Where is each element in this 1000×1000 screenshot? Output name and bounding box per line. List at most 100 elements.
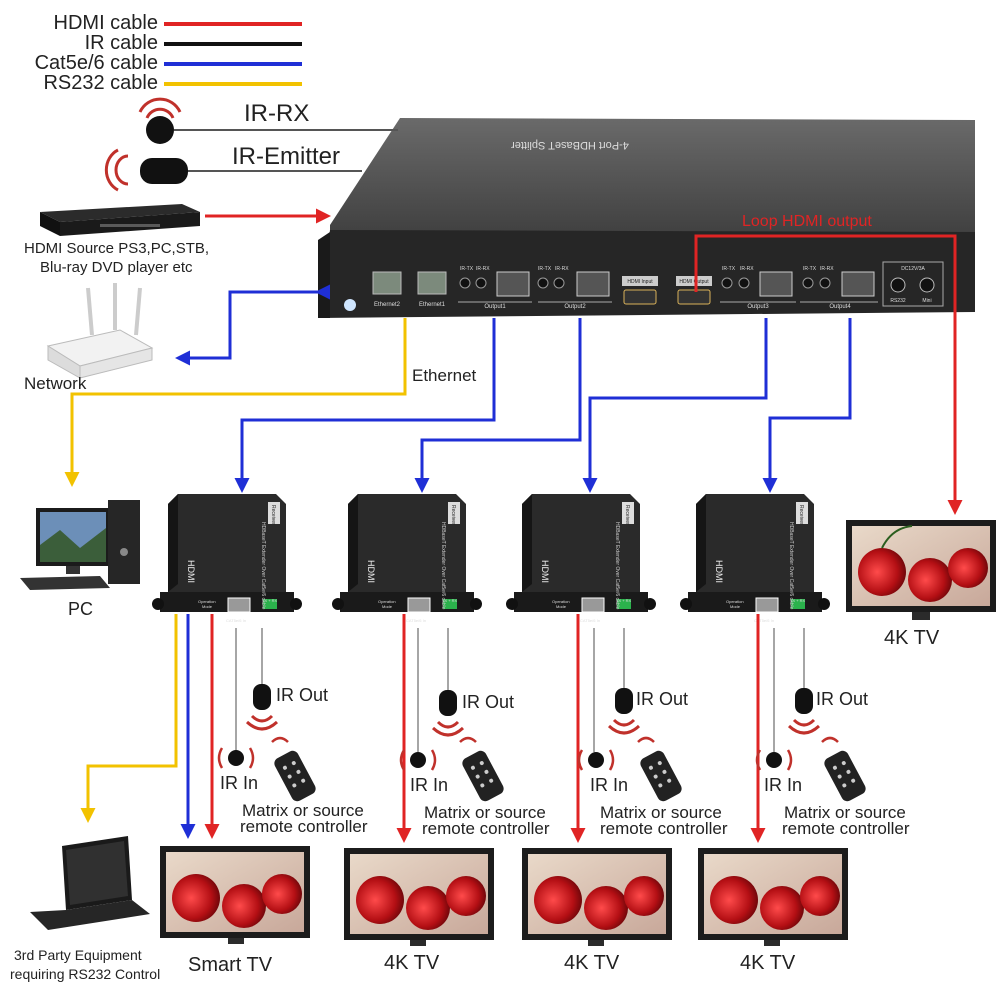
- legend-ir: IR cable: [30, 32, 302, 55]
- svg-text:TX + RX: TX + RX: [616, 598, 632, 603]
- remote-label-2b: remote controller: [422, 819, 550, 838]
- ir-in-label-2: IR In: [410, 775, 449, 795]
- tv-label-1: Smart TV: [188, 954, 273, 976]
- tv-3: [522, 848, 672, 946]
- ethernet2-port: [372, 271, 402, 295]
- hdbaset-splitter: 4-Port HDBaseT Splitter Ethernet2 Ethern…: [318, 118, 975, 318]
- ir-out-label-1: IR Out: [276, 685, 329, 705]
- svg-text:Output4: Output4: [829, 304, 851, 310]
- svg-text:Ethernet1: Ethernet1: [419, 302, 446, 308]
- svg-text:CAT5e/6 In: CAT5e/6 In: [754, 618, 774, 623]
- svg-text:HDMI Output: HDMI Output: [679, 279, 709, 285]
- remote-label-3b: remote controller: [600, 819, 728, 838]
- svg-text:CAT5e/6 In: CAT5e/6 In: [226, 618, 246, 623]
- svg-text:IR-RX: IR-RX: [820, 266, 834, 272]
- svg-text:Operation: Operation: [198, 599, 216, 604]
- ir-emitter: [104, 148, 362, 192]
- svg-text:HDMI: HDMI: [714, 560, 724, 583]
- svg-text:IR-RX: IR-RX: [476, 266, 490, 272]
- pc-label: PC: [68, 599, 94, 619]
- ir-in-sensor-2: [399, 749, 437, 771]
- ir-in-label-1: IR In: [220, 773, 259, 793]
- ir-out-emitter-4: [787, 688, 821, 735]
- svg-text:Ethernet2: Ethernet2: [374, 302, 401, 308]
- svg-text:Receiver: Receiver: [450, 505, 456, 525]
- tv-4: [698, 848, 848, 946]
- remote-label-2: Matrix or source: [424, 803, 546, 822]
- svg-text:CAT5e/6 In: CAT5e/6 In: [406, 618, 426, 623]
- ir-in-label-3: IR In: [590, 775, 629, 795]
- third-party-label: 3rd Party Equipment: [14, 947, 142, 963]
- svg-text:TX + RX: TX + RX: [442, 598, 458, 603]
- tv-label-3: 4K TV: [564, 952, 620, 974]
- splitter-title: 4-Port HDBaseT Splitter: [511, 139, 629, 151]
- cat-cable-swatch: [164, 61, 302, 66]
- svg-text:Receiver: Receiver: [624, 505, 630, 525]
- legend-rs232: RS232 cable: [30, 72, 302, 95]
- cat-cable-output2: [414, 318, 582, 493]
- receiver-1-cables: [80, 614, 263, 839]
- svg-text:HDBaseT Extender Over Cat5e/6: HDBaseT Extender Over Cat5e/6 cable: [260, 522, 266, 610]
- receiver-2-cables: [396, 614, 449, 843]
- hdmi-input-port: [623, 289, 657, 305]
- svg-text:RS232: RS232: [890, 298, 906, 304]
- svg-text:HDBaseT Extender Over Cat5e/6: HDBaseT Extender Over Cat5e/6 cable: [440, 522, 446, 610]
- cat-cable-output1: [234, 318, 496, 493]
- svg-text:Mode: Mode: [556, 604, 567, 609]
- svg-text:IR-RX: IR-RX: [555, 266, 569, 272]
- tv-2: [344, 848, 494, 946]
- receiver-4-cables: [750, 614, 805, 843]
- svg-text:Operation: Operation: [726, 599, 744, 604]
- legend-cat: Cat5e/6 cable: [30, 52, 302, 75]
- ethernet1-port: [417, 271, 447, 295]
- svg-text:HDMI Input: HDMI Input: [627, 279, 653, 285]
- svg-text:Receiver: Receiver: [270, 505, 276, 525]
- tv-1: [160, 846, 310, 944]
- hdmi-cable-swatch: [164, 21, 302, 26]
- svg-text:CAT5e/6 In: CAT5e/6 In: [580, 618, 600, 623]
- rs232-cable-pc: [64, 318, 407, 487]
- svg-text:TX + RX: TX + RX: [262, 598, 278, 603]
- loop-hdmi-label: Loop HDMI output: [742, 213, 872, 230]
- remote-controller-4: [821, 736, 866, 802]
- cat-cable-output3: [582, 318, 768, 493]
- receiver-4: [680, 494, 830, 613]
- loop-4k-tv: [846, 520, 996, 620]
- remote-controller-3: [637, 736, 682, 802]
- svg-text:Mini: Mini: [922, 298, 931, 304]
- ir-in-sensor-3: [577, 749, 615, 771]
- laptop: [30, 836, 150, 930]
- svg-text:HDMI: HDMI: [186, 560, 196, 583]
- remote-label-3: Matrix or source: [600, 803, 722, 822]
- hdmi-output-port: [677, 289, 711, 305]
- receiver-1: [152, 494, 302, 613]
- ir-out-label-3: IR Out: [636, 689, 689, 709]
- output4-port: [841, 271, 875, 297]
- output3-port: [759, 271, 793, 297]
- network-router: [46, 283, 154, 379]
- legend-hdmi: HDMI cable: [30, 12, 302, 35]
- svg-text:Mode: Mode: [382, 604, 393, 609]
- ir-out-emitter-3: [607, 688, 641, 735]
- svg-text:IR-TX: IR-TX: [538, 266, 552, 272]
- output1-port: [496, 271, 530, 297]
- svg-text:Output2: Output2: [564, 304, 586, 310]
- receiver-3-cables: [570, 614, 625, 843]
- ir-in-label-4: IR In: [764, 775, 803, 795]
- ethernet-cable-network: [175, 284, 330, 366]
- svg-text:IR-RX: IR-RX: [740, 266, 754, 272]
- network-label: Network: [24, 374, 87, 393]
- ir-rx-label: IR-RX: [244, 100, 310, 127]
- remote-label-1b: remote controller: [240, 817, 368, 836]
- ir-cable-swatch: [164, 41, 302, 46]
- remote-controller-2: [459, 736, 504, 802]
- svg-text:HDMI: HDMI: [540, 560, 550, 583]
- ethernet-label: Ethernet: [412, 366, 477, 385]
- ir-in-sensor-4: [755, 749, 793, 771]
- svg-text:HDMI: HDMI: [366, 560, 376, 583]
- blu-ray-player: [40, 204, 200, 236]
- ir-out-label-4: IR Out: [816, 689, 869, 709]
- ir-out-label-2: IR Out: [462, 692, 515, 712]
- remote-controller-1: [271, 736, 316, 802]
